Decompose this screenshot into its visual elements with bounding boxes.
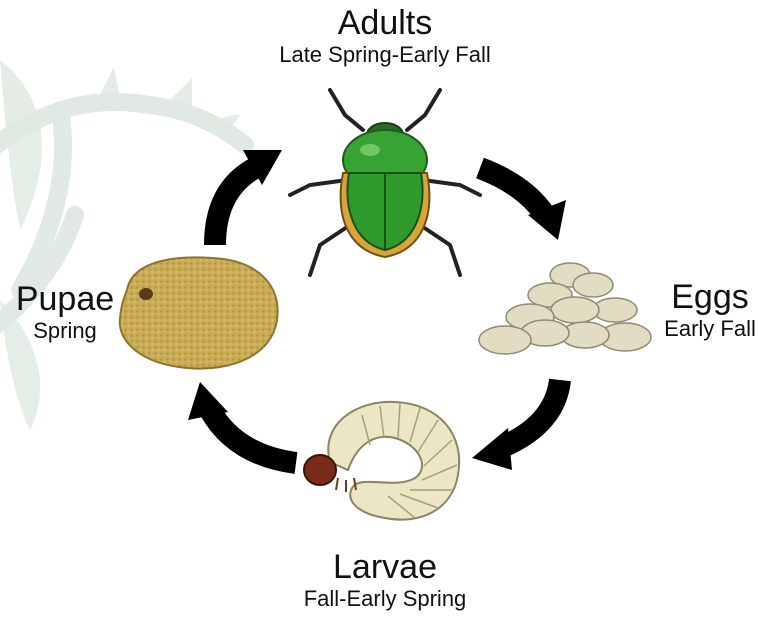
adults-stage-label: Adults Late Spring-Early Fall <box>230 4 540 68</box>
eggs-title: Eggs <box>640 278 780 316</box>
arrow-pupae-to-adults <box>215 150 282 245</box>
arrow-eggs-to-larvae <box>472 380 560 470</box>
pupae-season: Spring <box>0 318 130 344</box>
pupal-cell-icon <box>112 250 287 375</box>
eggs-stage-label: Eggs Early Fall <box>640 278 780 342</box>
adults-season: Late Spring-Early Fall <box>230 42 540 68</box>
adult-beetle-icon <box>285 85 485 285</box>
larvae-stage-label: Larvae Fall-Early Spring <box>220 548 550 612</box>
pupae-title: Pupae <box>0 280 130 318</box>
larvae-season: Fall-Early Spring <box>220 586 550 612</box>
adults-title: Adults <box>230 4 540 42</box>
larva-grub-icon <box>300 390 470 535</box>
eggs-season: Early Fall <box>640 316 780 342</box>
arrow-adults-to-eggs <box>480 168 566 240</box>
eggs-cluster-icon <box>475 255 660 360</box>
larvae-title: Larvae <box>220 548 550 586</box>
pupae-stage-label: Pupae Spring <box>0 280 130 344</box>
arrow-larvae-to-pupae <box>188 382 296 463</box>
